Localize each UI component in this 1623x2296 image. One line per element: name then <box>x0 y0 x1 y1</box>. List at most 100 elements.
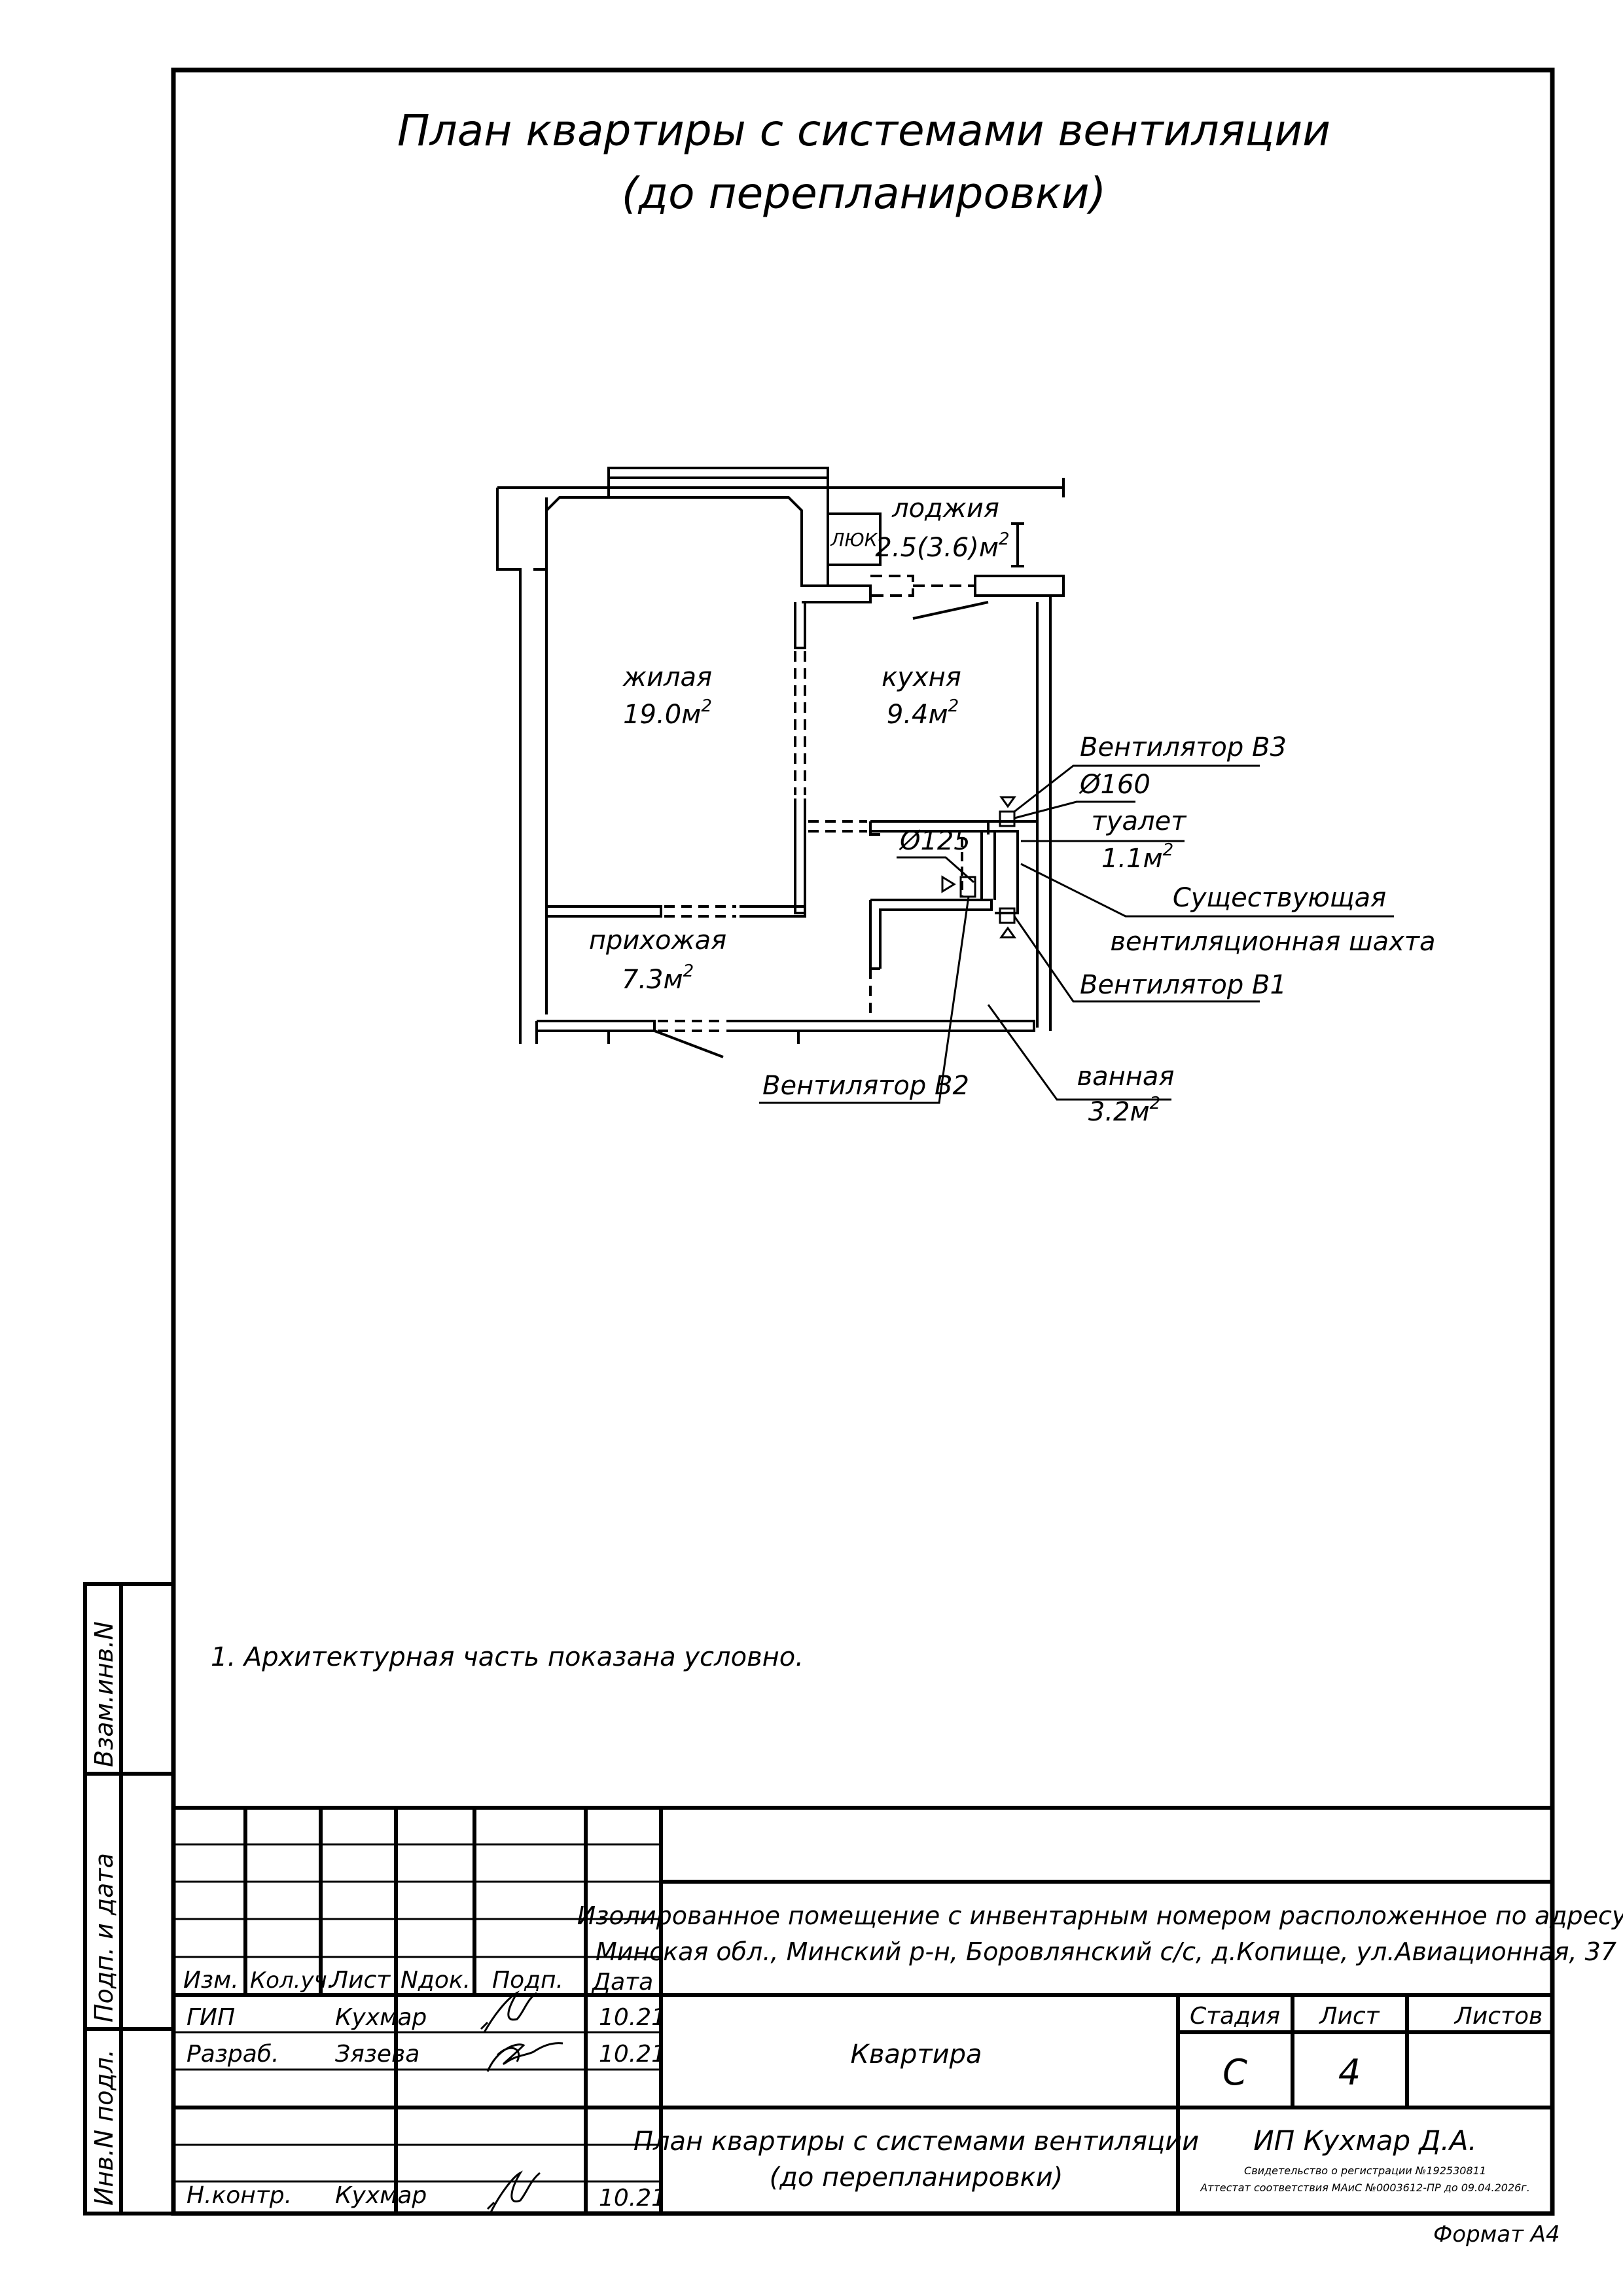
hatch-box <box>827 512 882 566</box>
signatures <box>480 1990 563 2213</box>
room-bath-area-sup: 2 <box>1150 1094 1161 1113</box>
callout-fan-b2: Вентилятор В2 <box>762 1071 969 1101</box>
leader-shaft <box>1020 863 1394 918</box>
opening-kitchen-bath <box>808 820 867 833</box>
tb-row1-name: Кухмар <box>335 2004 427 2031</box>
room-bath-name: ванная <box>1077 1062 1175 1092</box>
hatch-label: ЛЮК <box>830 529 878 550</box>
room-toilet-area: 1.1м2 <box>1101 840 1173 874</box>
tb-row3-role: Н.контр. <box>187 2182 292 2209</box>
partition-living-hall <box>546 905 806 918</box>
outer-wall-top-left <box>496 467 1063 1044</box>
room-living-name: жилая <box>622 662 712 692</box>
tb-sheet-label: Лист <box>1318 2003 1380 2030</box>
drawing-title-line1: План квартиры с системами вентиляции <box>397 105 1330 156</box>
tb-stage-value: С <box>1222 2052 1247 2093</box>
tb-row3-name: Кухмар <box>335 2182 427 2209</box>
room-kitchen-area: 9.4м2 <box>887 696 959 730</box>
leader-d125 <box>897 856 974 884</box>
tb-sheets-label: Листов <box>1454 2003 1543 2030</box>
drawing-note: 1. Архитектурная часть показана условно. <box>211 1642 804 1672</box>
room-kitchen-area-sup: 2 <box>948 696 959 716</box>
leader-fan-b1 <box>1013 916 1260 1003</box>
callout-shaft-line1: Существующая <box>1173 883 1386 913</box>
room-toilet-name: туалет <box>1092 806 1188 836</box>
format-label: Формат А4 <box>1433 2221 1560 2248</box>
room-kitchen-area-value: 9.4м <box>887 700 948 730</box>
fan-b2-arrow-icon <box>941 875 956 893</box>
loggia-door-swing <box>912 601 989 620</box>
leader-fan-b3 <box>1014 764 1260 813</box>
room-kitchen-name: кухня <box>882 662 961 692</box>
bath-walls <box>869 899 993 970</box>
room-bath-area-value: 3.2м <box>1088 1097 1150 1127</box>
tb-address-line2: Минская обл., Минский р-н, Боровлянский … <box>596 1937 1616 1966</box>
tb-org-cert2: Аттестат соответствия МАиС №0003612-ПР д… <box>1200 2181 1530 2194</box>
callout-fan-b1: Вентилятор В1 <box>1080 970 1287 1000</box>
leader-fan-b2 <box>759 896 970 1104</box>
tb-header-podp: Подп. <box>492 1967 563 1994</box>
room-hall-area-value: 7.3м <box>622 965 683 995</box>
tb-row1-date: 10.21 <box>599 2004 666 2031</box>
right-wall <box>1036 596 1052 1031</box>
side-stamp-vzam: Взам.инв.N <box>90 1621 118 1767</box>
tb-row3-date: 10.21 <box>599 2185 666 2212</box>
callout-leaders <box>759 764 1394 1104</box>
leader-bath <box>987 1004 1171 1101</box>
tb-header-list: Лист <box>329 1967 391 1994</box>
room-loggia-name: лоджия <box>891 493 999 524</box>
leader-d160 <box>1014 800 1135 819</box>
room-loggia-area-sup: 2 <box>999 529 1010 549</box>
tb-org-cert1: Свидетельство о регистрации №192530811 <box>1244 2164 1486 2177</box>
drawing-frame <box>171 67 1555 2216</box>
wet-block-top <box>869 820 1037 836</box>
room-toilet-area-sup: 2 <box>1163 840 1174 860</box>
room-hall-area: 7.3м2 <box>622 961 694 995</box>
tb-header-kolych: Кол.уч. <box>250 1967 334 1994</box>
room-bath-area: 3.2м2 <box>1088 1094 1160 1127</box>
opening-living-hall <box>664 905 736 918</box>
shaft <box>995 830 1019 914</box>
tb-object-name: Квартира <box>850 2039 982 2070</box>
room-hall-area-sup: 2 <box>683 961 694 981</box>
bottom-wall <box>535 1020 1035 1044</box>
drawing-title-line2: (до перепланировки) <box>622 168 1107 219</box>
callout-shaft-line2: вентиляционная шахта <box>1110 927 1435 957</box>
room-loggia-area: 2.5(3.6)м2 <box>875 529 1009 563</box>
title-block-grid <box>173 1806 1552 2214</box>
signature-gip <box>480 1990 537 2033</box>
fan-b1-arrow-icon <box>999 926 1016 939</box>
signature-nkontr <box>486 2170 541 2213</box>
entrance-door-swing <box>654 1030 724 1058</box>
room-loggia-area-value: 2.5(3.6)м <box>875 533 999 563</box>
loggia-door <box>870 575 975 597</box>
room-living-area-value: 19.0м <box>623 700 701 730</box>
signature-razrab <box>486 2042 563 2072</box>
tb-stage-label: Стадия <box>1190 2003 1280 2030</box>
fan-symbols <box>941 796 1016 939</box>
partition-living-kitchen <box>794 602 806 914</box>
tb-row1-role: ГИП <box>187 2004 235 2031</box>
tb-org-name: ИП Кухмар Д.А. <box>1253 2125 1477 2157</box>
fan-b1-icon <box>999 907 1016 924</box>
room-hall-name: прихожая <box>589 925 726 956</box>
tb-row2-name: Зязева <box>335 2041 419 2068</box>
tb-header-izm: Изм. <box>183 1967 239 1994</box>
floor-plan <box>496 467 1065 1058</box>
side-stamp-inv: Инв.N подл. <box>90 2049 118 2206</box>
room-toilet-area-value: 1.1м <box>1101 844 1163 874</box>
fan-b3-arrow-icon <box>999 796 1016 808</box>
tb-header-data: Дата <box>591 1969 653 1996</box>
callout-d160: Ø160 <box>1079 770 1150 800</box>
tb-address-line1: Изолированное помещение с инвентарным но… <box>577 1901 1623 1930</box>
tb-sheet-value: 4 <box>1338 2052 1361 2093</box>
callout-fan-b3: Вентилятор В3 <box>1080 732 1287 762</box>
room-living-area: 19.0м2 <box>623 696 712 730</box>
side-stamp-outer <box>83 1582 175 2215</box>
tb-sheet-title-line2: (до перепланировки) <box>770 2162 1063 2193</box>
window-living <box>607 468 829 497</box>
tb-row2-date: 10.21 <box>599 2041 666 2068</box>
right-wall-tick <box>1011 522 1024 567</box>
callout-d125: Ø125 <box>899 826 971 856</box>
